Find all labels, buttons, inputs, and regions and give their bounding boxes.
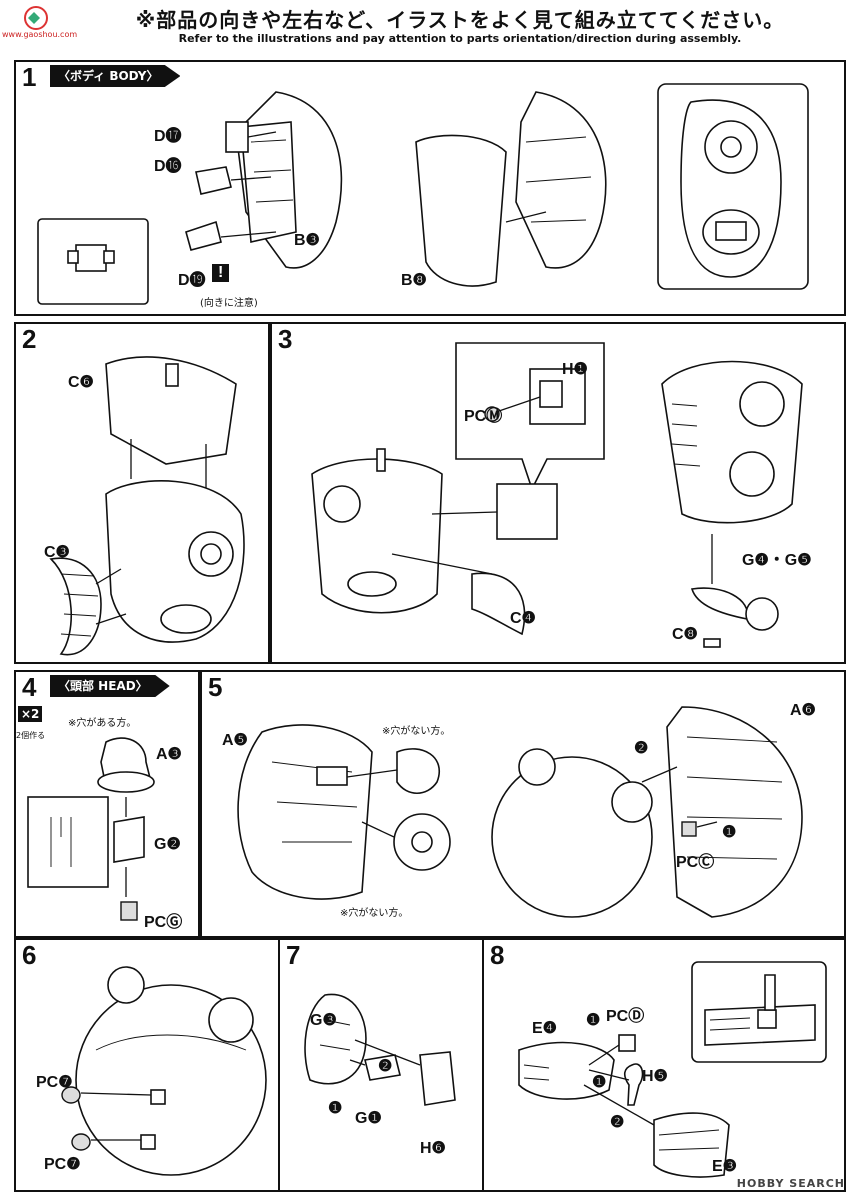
order-marker-1: ❶ (328, 1100, 343, 1117)
warning-icon: ! (212, 264, 230, 282)
part-label-h1: H❶ (562, 361, 588, 378)
part-label-h6: H❻ (420, 1140, 446, 1157)
orientation-note: (向きに注意) (200, 298, 258, 309)
part-label-pcc: PCⒸ (676, 854, 715, 871)
body-front-illustration (166, 82, 356, 302)
logo-url-text: www.gaoshou.com (2, 30, 78, 39)
part-label-b8: B❽ (401, 272, 427, 289)
order-marker-2: ❷ (610, 1114, 625, 1131)
step-tag: 〈頭部 HEAD〉 (50, 675, 170, 697)
part-label-c6: C❻ (68, 374, 94, 391)
hole-note-1: ※穴がない方。 (382, 726, 451, 737)
body-side-illustration (396, 82, 636, 302)
step-number: 7 (280, 940, 307, 970)
part-label-c8: C❽ (672, 626, 698, 643)
page-subtitle: Refer to the illustrations and pay atten… (178, 32, 742, 45)
step-5-panel: 5 A❺ A❻ PCⒸ ※穴がない方。 ※穴がない方。 ❷ ❶ (200, 670, 846, 938)
step-4-panel: 4 〈頭部 HEAD〉 ×2 2個作る ※穴がある方。 A❸ G❷ PCⒼ (14, 670, 200, 938)
part-label-d17: D⓱ (154, 128, 182, 145)
order-marker-1b: ❶ (592, 1074, 607, 1091)
head-left-half (222, 712, 472, 932)
step-number: 3 (272, 324, 299, 354)
order-marker-2: ❷ (378, 1058, 393, 1075)
step-number: 2 (16, 324, 43, 354)
step-1-panel: 1 〈ボディ BODY〉 (14, 60, 846, 316)
part-label-pcm: PCⓂ (464, 408, 503, 425)
part-label-h5: H❺ (642, 1068, 668, 1085)
step-number: 8 (484, 940, 511, 970)
order-marker-2: ❷ (634, 740, 649, 757)
head-right-assembly (491, 697, 832, 932)
body-side-assembly (302, 444, 582, 654)
part-label-g2: G❷ (154, 836, 181, 853)
part-label-d16: D⓰ (154, 158, 182, 175)
multiplier-note: 2個作る (16, 731, 46, 740)
part-label-g4-g5: G❹・G❺ (742, 552, 812, 569)
part-label-c3: C❸ (44, 544, 70, 561)
part-label-pcg: PCⒼ (144, 914, 183, 931)
body-rear-view (652, 344, 832, 654)
detail-box (690, 960, 830, 1065)
body-inner-view (656, 82, 816, 292)
body-assembly-illustration (46, 344, 266, 656)
part-label-b3: B❸ (294, 232, 320, 249)
step-number: 5 (202, 672, 229, 702)
step-8-panel: 8 E❹ PCⒹ H❺ E❸ ❶ ❶ ❷ (482, 938, 846, 1192)
part-label-c4: C❹ (510, 610, 536, 627)
part-label-a5: A❺ (222, 732, 248, 749)
head-part-illustration (26, 727, 196, 937)
part-label-g3: G❸ (310, 1012, 337, 1029)
step-number: 1 (16, 62, 43, 92)
head-assembled (56, 960, 276, 1185)
ear-assembly-illustration (295, 990, 480, 1185)
watermark: HOBBY SEARCH (736, 1177, 845, 1190)
order-marker-1a: ❶ (586, 1012, 601, 1029)
multiplier-badge: ×2 (18, 706, 43, 722)
step-7-panel: 7 G❸ G❶ H❻ ❶ ❷ (278, 938, 484, 1192)
part-label-pcd: PCⒹ (606, 1008, 645, 1025)
step-2-panel: 2 C❻ C❸ (14, 322, 270, 664)
order-marker-1: ❶ (722, 824, 737, 841)
hole-note-2: ※穴がない方。 (340, 908, 409, 919)
step-number: 6 (16, 940, 43, 970)
detail-bubble (452, 339, 612, 494)
detail-callout (36, 217, 156, 307)
hole-note: ※穴がある方。 (68, 718, 137, 729)
part-label-e4: E❹ (532, 1020, 558, 1037)
step-tag: 〈ボディ BODY〉 (50, 65, 181, 87)
part-label-a6: A❻ (790, 702, 816, 719)
step-3-panel: 3 H❶ PCⓂ (270, 322, 846, 664)
tail-assembly-illustration (504, 1030, 754, 1190)
page-title: ※部品の向きや左右など、イラストをよく見て組み立ててください。 (135, 8, 785, 32)
step-6-panel: 6 PC❼ PC❼ (14, 938, 280, 1192)
part-label-e3: E❸ (712, 1158, 738, 1175)
part-label-pc7-1: PC❼ (36, 1074, 73, 1091)
step-number: 4 (16, 672, 43, 702)
site-logo (2, 4, 70, 34)
part-label-g1: G❶ (355, 1110, 382, 1127)
part-label-pc7-2: PC❼ (44, 1156, 81, 1173)
part-label-d19: D⓳ (178, 272, 206, 289)
part-label-a3: A❸ (156, 746, 182, 763)
